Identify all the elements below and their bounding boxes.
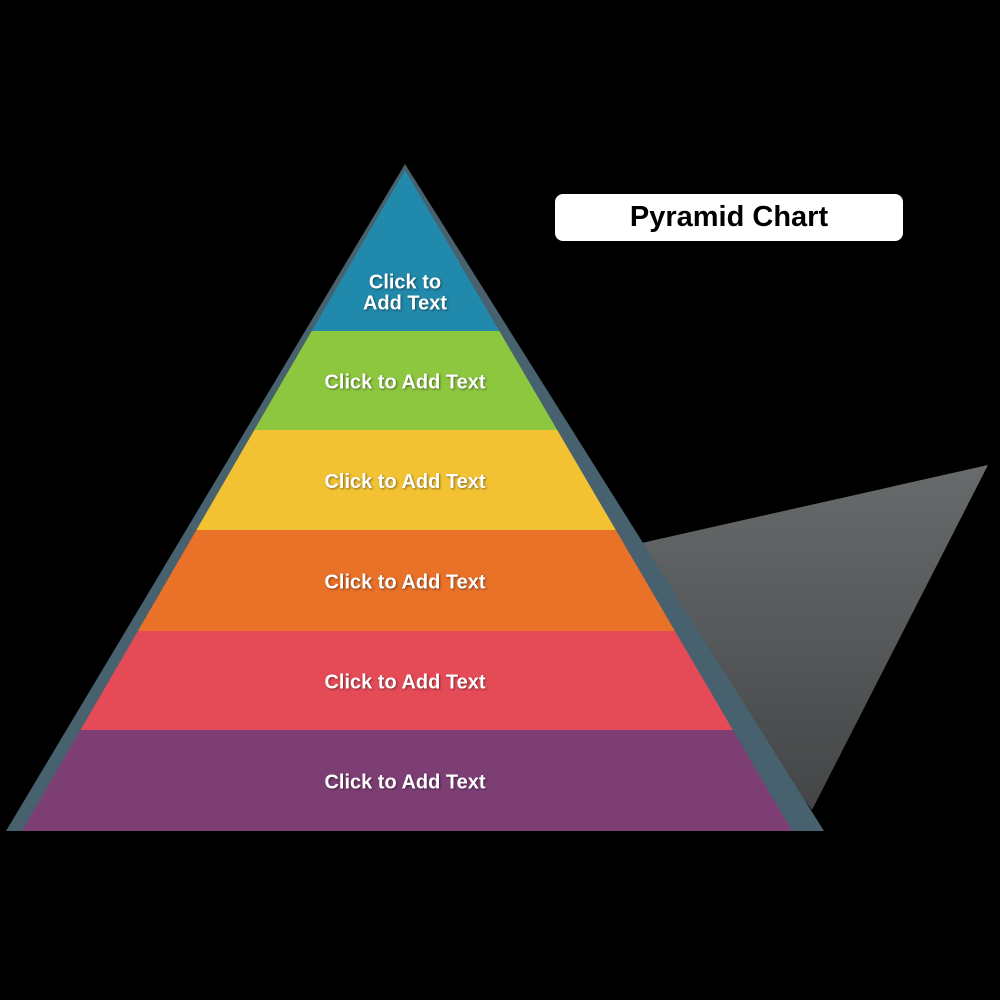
chart-title-box[interactable]: Pyramid Chart (555, 194, 903, 241)
pyramid-level-label-line: Click to Add Text (324, 572, 485, 594)
pyramid-level-2[interactable] (254, 331, 558, 430)
pyramid-level-6[interactable] (22, 730, 792, 831)
pyramid-level-label-line: Add Text (363, 293, 447, 315)
pyramid-level-label-line: Click to Add Text (324, 772, 485, 794)
pyramid-level-label-4[interactable]: Click to Add Text (324, 572, 485, 594)
pyramid-level-5[interactable] (80, 631, 733, 730)
pyramid-level-label-5[interactable]: Click to Add Text (324, 672, 485, 694)
pyramid-shadow (615, 465, 988, 810)
pyramid-level-label-2[interactable]: Click to Add Text (324, 372, 485, 394)
pyramid-level-label-line: Click to Add Text (324, 372, 485, 394)
pyramid-level-label-6[interactable]: Click to Add Text (324, 772, 485, 794)
pyramid-level-label-line: Click to Add Text (324, 672, 485, 694)
pyramid-level-label-line: Click to Add Text (324, 471, 485, 493)
pyramid-level-label-line: Click to (369, 272, 441, 294)
pyramid-level-3[interactable] (196, 430, 616, 530)
pyramid-level-4[interactable] (137, 530, 675, 631)
chart-title: Pyramid Chart (629, 201, 829, 233)
pyramid-level-1[interactable] (311, 170, 500, 331)
pyramid-level-label-3[interactable]: Click to Add Text (324, 471, 485, 493)
